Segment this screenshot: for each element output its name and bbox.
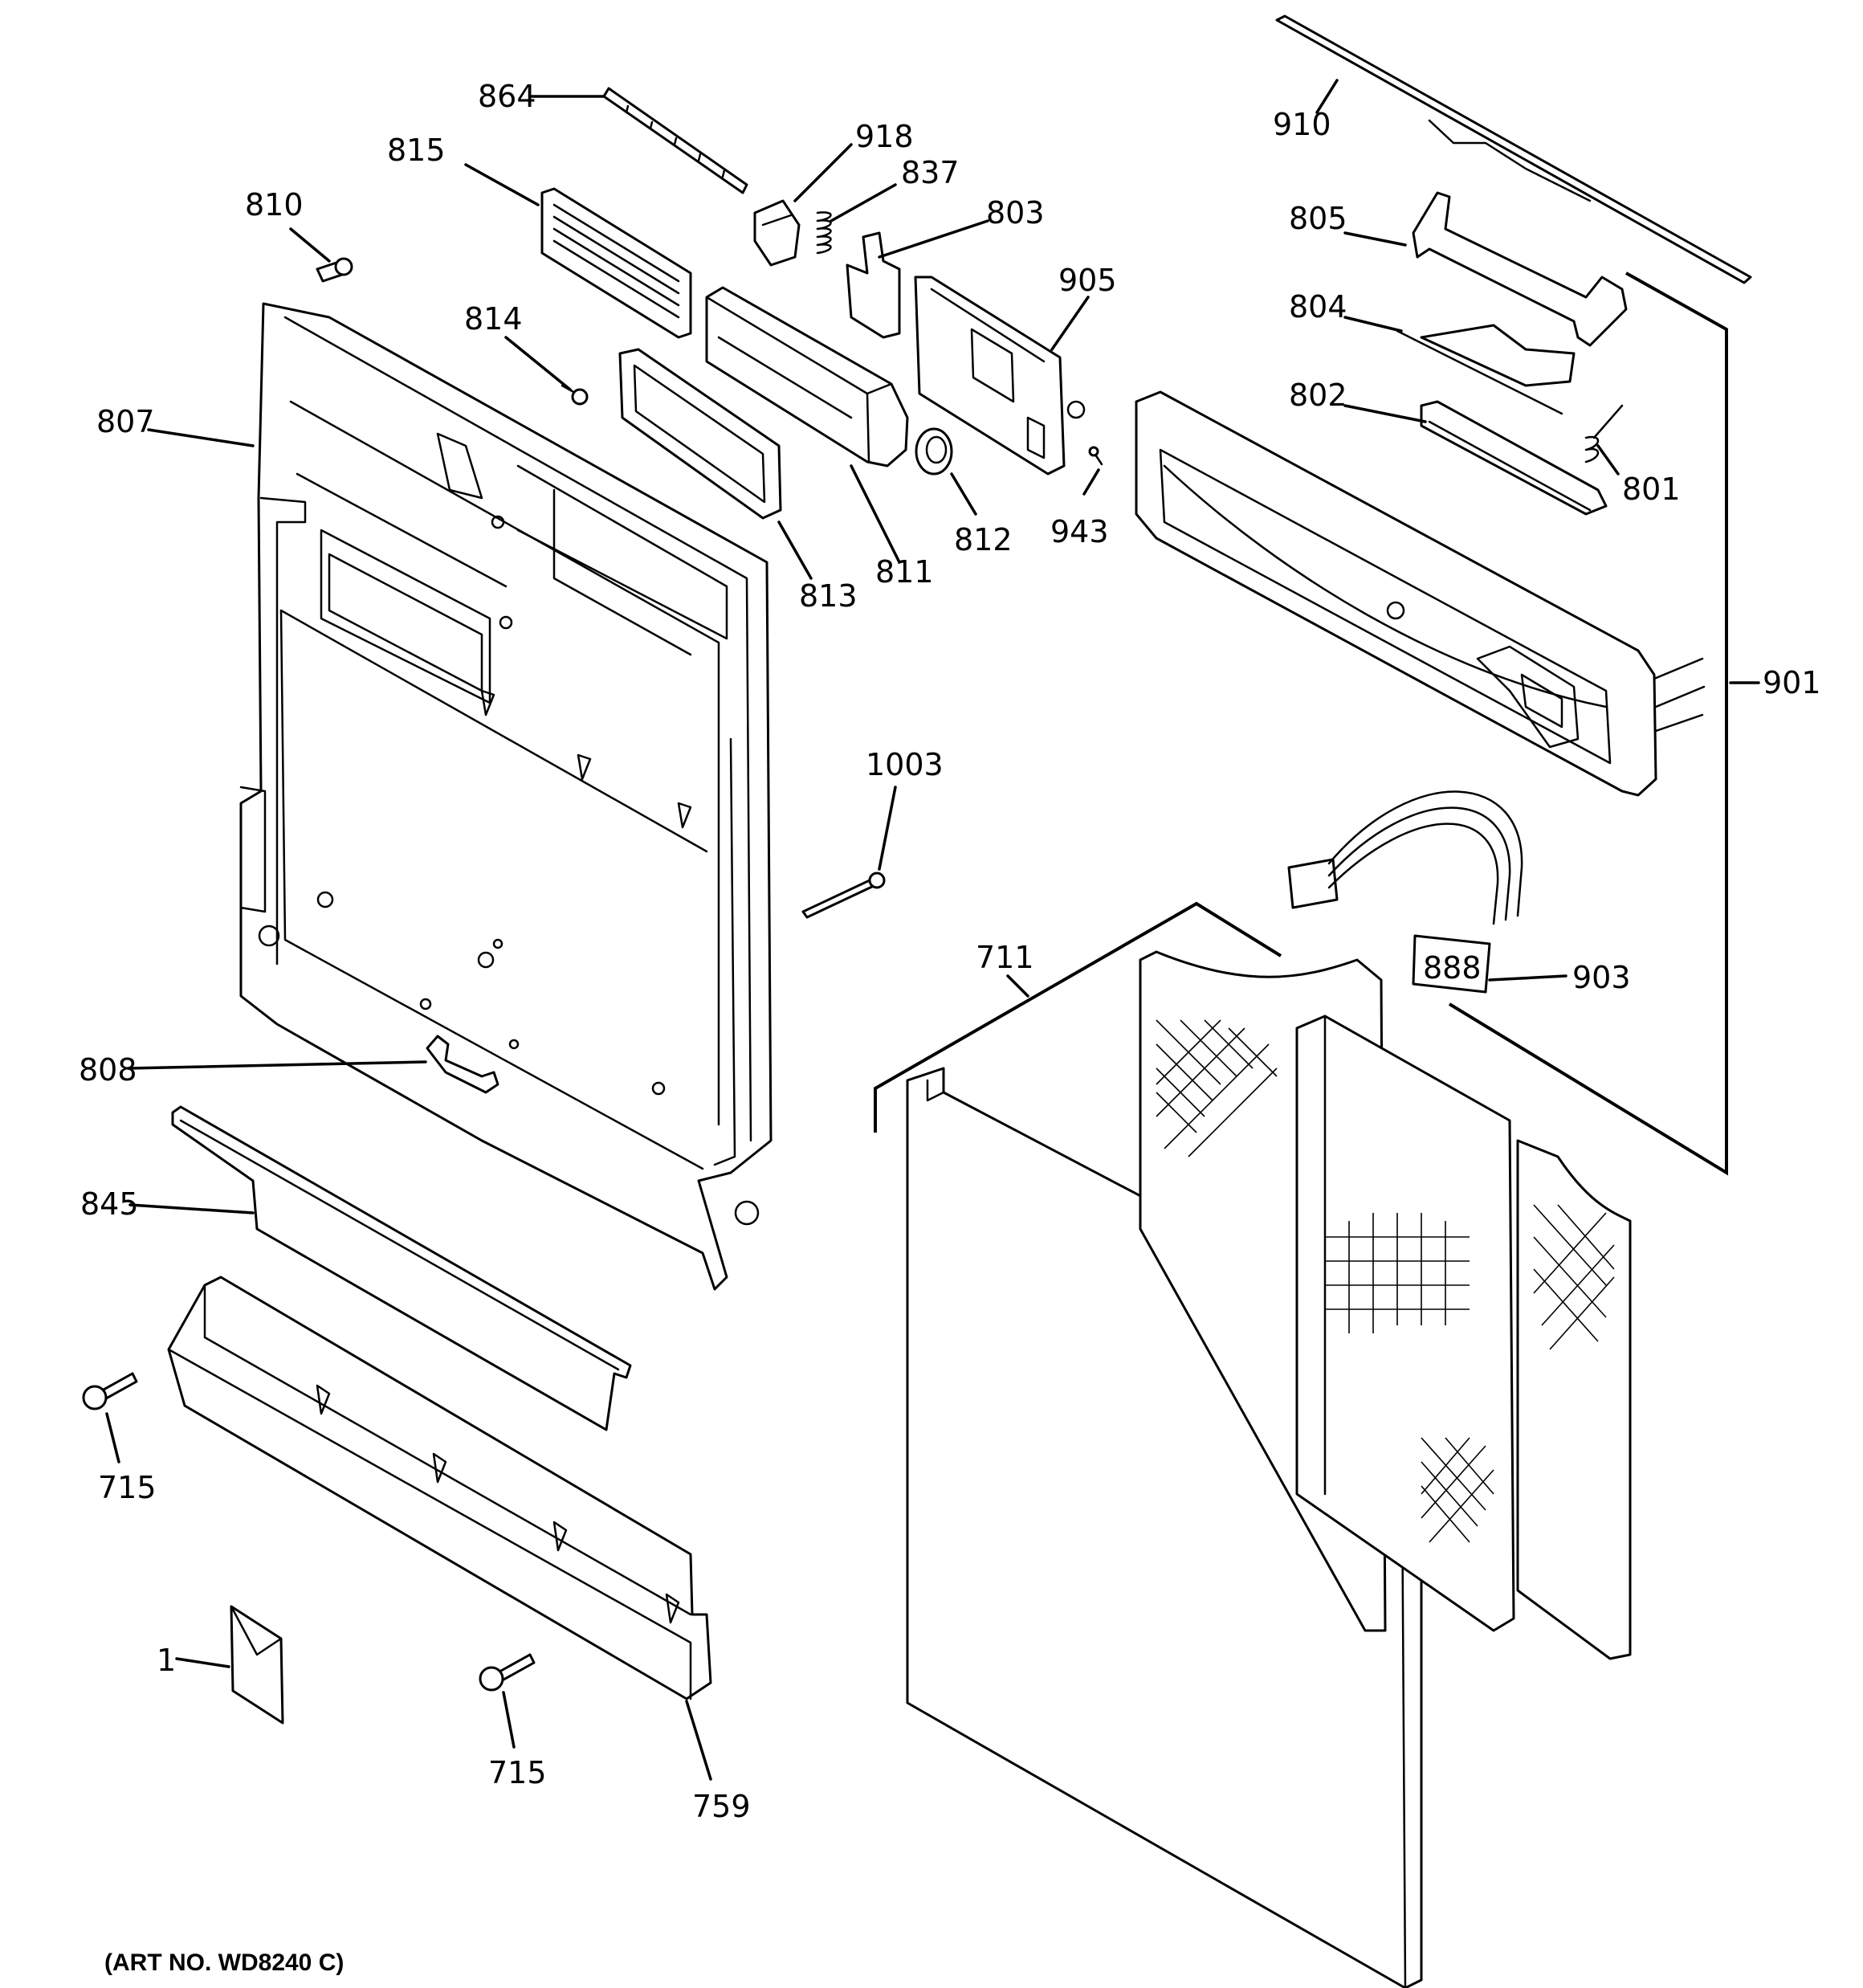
- callout-759: 759: [692, 1789, 751, 1824]
- callout-1: 1: [157, 1643, 176, 1678]
- screw-715-bottom: [479, 1653, 536, 1692]
- callout-918: 918: [855, 119, 914, 154]
- art-number: (ART NO. WD8240 C): [104, 1949, 344, 1976]
- bracket-711: [874, 901, 1282, 1133]
- outer-door-panel-711: [906, 950, 1632, 1988]
- callout-808: 808: [79, 1052, 137, 1088]
- callout-labels: 864 918 837 815 810 803 905 814 807 811 …: [79, 79, 1821, 1824]
- callout-864: 864: [478, 79, 536, 114]
- callout-910: 910: [1273, 107, 1331, 142]
- insulation-hatching: [1156, 1019, 1615, 1543]
- inner-door-panel: [239, 302, 773, 1291]
- callout-807: 807: [96, 404, 155, 439]
- screw-943: [1088, 446, 1103, 466]
- vent-grille-815: [540, 187, 692, 339]
- callout-715-left: 715: [98, 1470, 157, 1505]
- leader-lines: [105, 79, 1760, 1781]
- actuator-803: [846, 231, 901, 339]
- callout-815: 815: [387, 133, 446, 168]
- screw-810: [316, 257, 353, 283]
- callout-813: 813: [799, 578, 858, 614]
- callout-901: 901: [1763, 665, 1821, 700]
- callout-811: 811: [875, 554, 934, 590]
- harness-903: 888: [1287, 790, 1523, 994]
- rail-910: [1275, 14, 1752, 284]
- callout-812: 812: [954, 522, 1013, 557]
- clip-808: [426, 1035, 499, 1094]
- strip-845: [171, 1105, 632, 1431]
- literature-packet-1: [230, 1605, 284, 1725]
- switch-918: [753, 199, 801, 267]
- callout-802: 802: [1289, 378, 1347, 413]
- gasket-813: [618, 348, 782, 520]
- part-804: [1396, 324, 1576, 415]
- callout-801: 801: [1622, 471, 1681, 507]
- console-901: [1135, 390, 1706, 797]
- spring-801: [1584, 404, 1624, 463]
- callout-810: 810: [245, 187, 304, 222]
- svg-text:888: 888: [1423, 950, 1482, 986]
- knob-812: [915, 427, 953, 476]
- kick-plate-759: [167, 1276, 712, 1700]
- callout-715-bottom: 715: [488, 1755, 547, 1790]
- bolt-1003: [801, 872, 886, 919]
- callout-903: 903: [1572, 960, 1631, 995]
- callout-845: 845: [80, 1186, 139, 1222]
- spring-837: [816, 211, 832, 255]
- part-864: [602, 87, 748, 194]
- bracket-805: [1412, 191, 1628, 347]
- callout-905: 905: [1058, 263, 1117, 298]
- callout-803: 803: [986, 195, 1045, 231]
- callout-804: 804: [1289, 289, 1347, 325]
- callout-814: 814: [464, 301, 523, 337]
- hinge-802: [1420, 400, 1608, 516]
- callout-711: 711: [976, 940, 1034, 975]
- module-811: [705, 286, 909, 467]
- callout-837: 837: [901, 155, 960, 190]
- screw-715-left: [82, 1372, 138, 1410]
- callout-943: 943: [1050, 514, 1109, 549]
- control-board-905: [914, 276, 1086, 476]
- screw-814: [561, 384, 589, 406]
- callout-1003: 1003: [866, 747, 944, 782]
- bracket-901: [1448, 271, 1728, 1176]
- callout-805: 805: [1289, 201, 1347, 236]
